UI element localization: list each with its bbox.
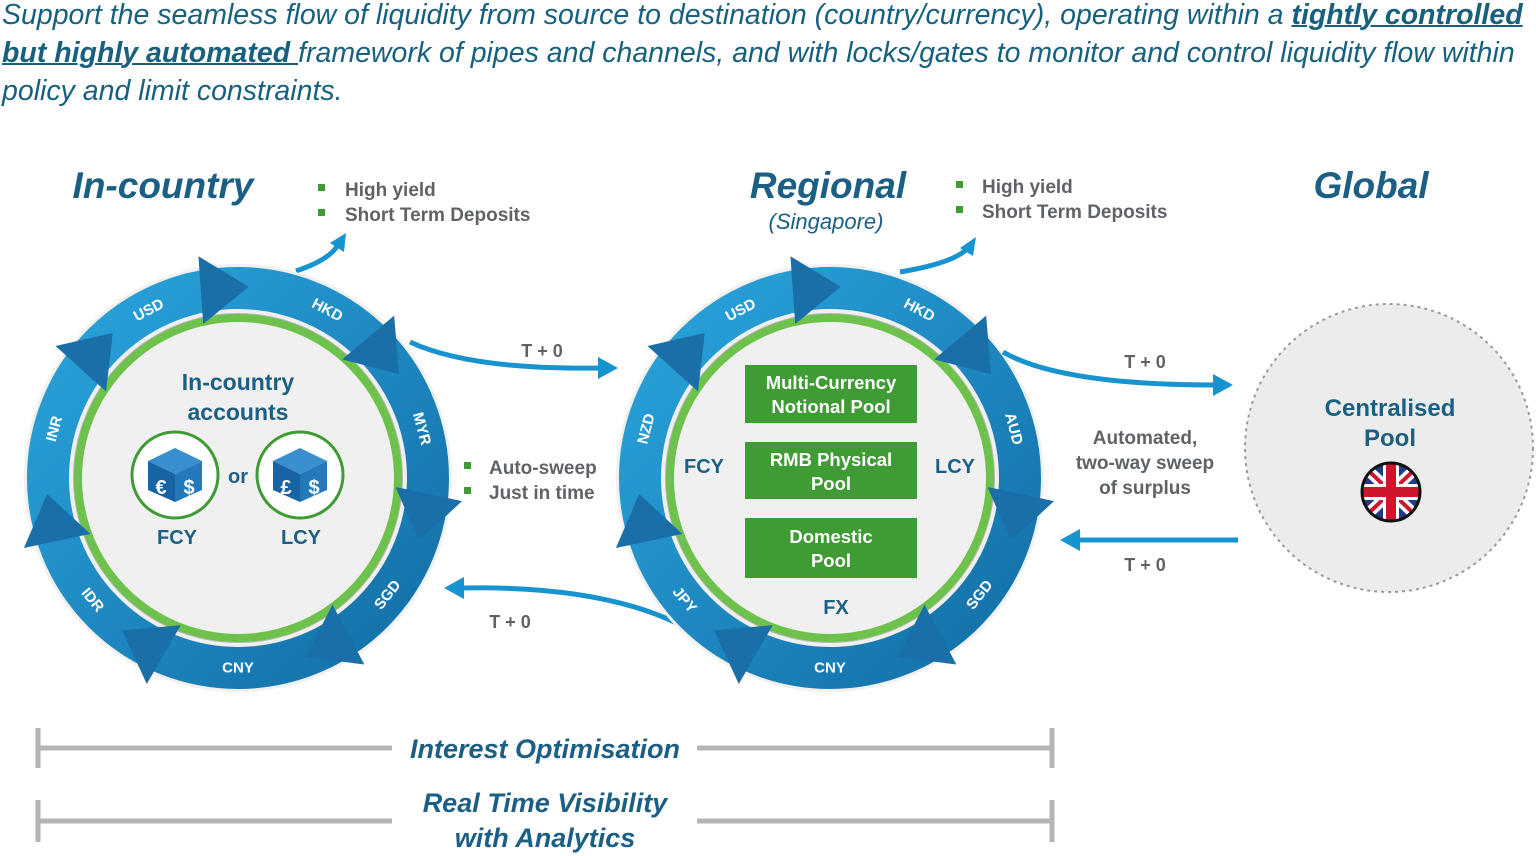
lcy-label-regional: LCY [935,456,976,478]
flow-arrow-to-in-country [459,585,692,633]
t0-label-top-left: T + 0 [521,341,563,361]
yield-arrowhead-right [960,237,976,256]
regional-bullet-2: Short Term Deposits [982,202,1167,223]
pool-label-line2: Pool [1364,425,1416,452]
ring-label-cny: CNY [814,660,846,677]
lcy-money-cube-icon: £ $ [255,430,345,520]
yield-arrow-right [899,243,973,275]
pool-box-2-line2: Pool [811,473,851,494]
sweep-text-line1: Automated, [1093,428,1198,449]
pool-box-2-line1: RMB Physical [770,449,892,470]
bullet-marker [464,487,471,494]
accounts-title-line1: In-country [182,369,295,395]
bullet-marker [956,206,963,213]
intro-statement: Support the seamless flow of liquidity f… [2,0,1532,110]
pool-box-3: Domestic Pool [745,518,917,578]
centralised-pool-circle [1244,303,1534,593]
bullet-marker [318,209,325,216]
sweep-text-line2: two-way sweep [1076,453,1214,474]
ring-arrowheads [615,256,1055,684]
accounts-title-line2: accounts [188,399,289,425]
regional-bullet-1: High yield [982,177,1073,198]
interest-optimisation-label: Interest Optimisation [410,734,680,764]
or-label: or [228,466,248,488]
in-country-title: In-country [73,165,256,206]
ring-chevron-icon [790,256,841,325]
in-country-bullet-2: Short Term Deposits [345,205,530,226]
sweep-bullet-1: Auto-sweep [489,458,597,479]
intro-part-2: framework of pipes and channels, and wit… [2,37,1515,107]
ring-label-inr: INR [43,414,66,444]
ring-label-cny: CNY [222,660,254,677]
sweep-bullets: Auto-sweep Just in time [464,458,597,504]
pool-box-3-line1: Domestic [789,526,872,547]
regional-bullets: High yield Short Term Deposits [956,177,1167,223]
ring-arrowheads [23,256,463,684]
in-country-bullets: High yield Short Term Deposits [318,180,530,226]
ring-chevron-icon [198,256,249,325]
flow-arrow-to-regional [408,339,601,371]
bullet-marker [956,181,963,188]
fcy-money-cube-icon: € $ [130,430,220,520]
pool-box-1-line2: Notional Pool [771,396,890,417]
flow-arrow-to-global [1001,349,1216,388]
flow-arrowhead-to-regional-back [1060,529,1080,551]
global-title: Global [1313,165,1429,206]
flow-arrowhead-to-regional [598,357,618,379]
sweep-bullet-2: Just in time [489,483,595,504]
in-country-bullet-1: High yield [345,180,436,201]
pool-box-1: Multi-Currency Notional Pool [745,365,917,423]
intro-part-1: Support the seamless flow of liquidity f… [2,0,1292,31]
pool-box-1-line1: Multi-Currency [766,372,897,393]
ring-chevron-icon [122,625,181,684]
ring-chevron-icon [615,494,683,549]
svg-text:£: £ [280,477,291,499]
svg-text:$: $ [183,477,194,499]
svg-text:$: $ [308,477,319,499]
ring-chevron-icon [714,625,773,684]
yield-arrowhead-left [330,233,346,252]
fcy-label-regional: FCY [684,456,725,478]
t0-label-top-right: T + 0 [1124,352,1166,372]
green-ring [74,314,402,642]
pool-label-line1: Centralised [1325,395,1456,422]
ring-chevron-icon [23,494,91,549]
ring-chevron-icon [342,315,399,375]
pool-box-2: RMB Physical Pool [745,442,917,499]
visibility-label-line1: Real Time Visibility [423,788,670,818]
sweep-text-line3: of surplus [1099,478,1191,499]
fx-label: FX [823,597,849,619]
regional-subtitle: (Singapore) [769,209,884,234]
ring-chevron-icon [987,486,1055,541]
ring-chevron-icon [55,333,113,392]
ring-chevron-icon [395,486,463,541]
interest-optimisation-bar: Interest Optimisation [35,728,1055,768]
lcy-label-left: LCY [281,527,322,549]
bullet-marker [318,184,325,191]
ring-chevron-icon [647,333,705,392]
fcy-label-left: FCY [157,527,198,549]
flow-arrowhead-to-in-country [444,577,464,599]
ring-chevron-icon [306,604,365,665]
pool-box-3-line2: Pool [811,550,851,571]
ring-chevron-icon [934,315,991,375]
t0-label-bottom-right: T + 0 [1124,555,1166,575]
intro-emphasis: tightly controlled but highly automated [2,0,1523,69]
svg-text:€: € [155,477,166,499]
flow-arrowhead-to-global [1213,374,1233,396]
bullet-marker [464,462,471,469]
visibility-label-line2: with Analytics [455,823,636,853]
t0-label-bottom-left: T + 0 [489,612,531,632]
ring-chevron-icon [898,604,957,665]
real-time-visibility-bar: Real Time Visibility with Analytics [35,788,1055,853]
regional-title: Regional [750,165,907,206]
